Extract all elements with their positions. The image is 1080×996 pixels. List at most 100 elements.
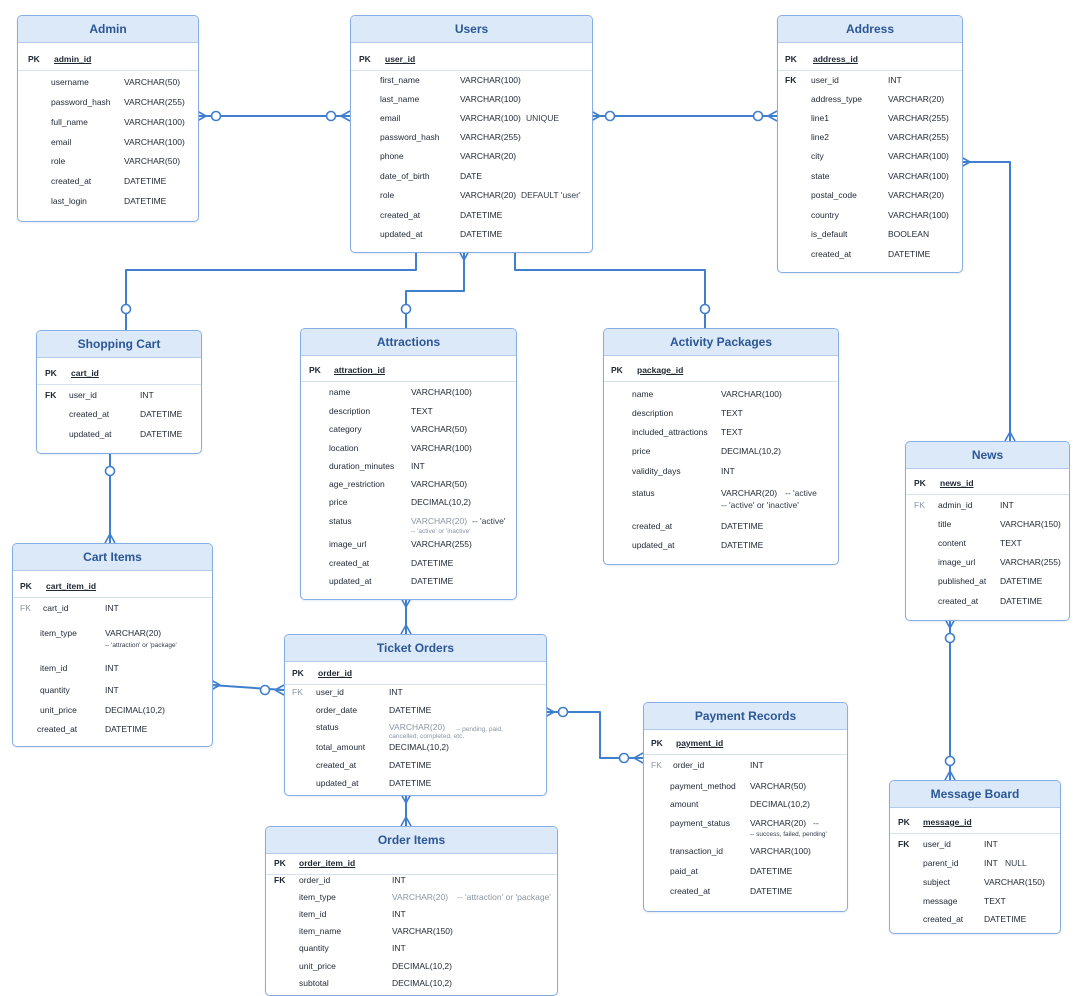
pk-name: message_id [923,817,972,827]
field-name: transaction_id [670,846,723,856]
field-name: item_type [40,628,77,638]
field-type: VARCHAR(255) [888,113,949,123]
field-name: created_at [923,914,964,924]
field-name: payment_method [670,781,736,791]
pk-label: PK [611,365,623,375]
field-name: status [632,488,655,498]
field-name: updated_at [632,540,675,550]
pk-label: PK [45,368,57,378]
field-type: VARCHAR(20) [392,892,449,902]
field-type: DATETIME [105,724,148,734]
field-name: parent_id [923,858,959,868]
field-type: DATETIME [721,540,764,550]
field-name: category [329,424,362,434]
relationship-line [125,251,417,330]
field-type: DATETIME [411,576,454,586]
field-type: DATETIME [750,886,793,896]
field-name: role [51,156,66,166]
pk-label: PK [28,54,40,64]
field-type: DECIMAL(10,2) [392,961,452,971]
field-type: INT [392,875,406,885]
field-type: VARCHAR(20) [389,722,446,732]
circle-icon [557,706,569,718]
field-type: VARCHAR(20) [721,488,778,498]
field-type: INT [984,858,998,868]
field-type: VARCHAR(50) [124,156,181,166]
field-type: DATETIME [124,176,167,186]
field-type: INT [392,943,406,953]
field-name: unit_price [299,961,336,971]
field-name: message [923,896,958,906]
field-type: DATETIME [124,196,167,206]
crow-foot-icon [400,816,412,827]
pk-label: PK [359,54,371,64]
circle-icon [325,110,337,122]
primary-key-row: PK order_item_id [266,858,557,875]
field-name: role [380,190,395,200]
field-name: created_at [380,210,421,220]
primary-key-row: PK address_id [778,54,962,71]
entity-title: News [906,442,1069,469]
field-name: created_at [938,596,979,606]
field-note: -- 'active' [472,516,506,526]
primary-key-row: PK news_id [906,478,1069,495]
field-type: VARCHAR(20) [460,190,517,200]
field-name: quantity [40,685,70,695]
crow-foot-icon [400,624,412,635]
field-name: line2 [811,132,829,142]
field-type: DATETIME [984,914,1027,924]
fk-label: FK [292,687,303,697]
primary-key-row: PK admin_id [18,54,198,71]
field-type: DATETIME [389,778,432,788]
crow-foot-icon [633,752,644,764]
field-name: user_id [811,75,839,85]
field-name: item_id [299,909,327,919]
field-type: DECIMAL(10,2) [411,497,471,507]
circle-icon [120,303,132,315]
field-name: password_hash [51,97,111,107]
field-name: quantity [299,943,329,953]
field-type: VARCHAR(50) [750,781,807,791]
relationship-line [210,684,285,691]
field-note-continued: cancelled, completed, etc. [389,733,465,740]
crow-foot-icon [104,533,116,544]
field-type: DECIMAL(10,2) [392,978,452,988]
pk-name: news_id [940,478,974,488]
field-note: DEFAULT 'user' [521,190,581,200]
primary-key-row: PK user_id [351,54,592,71]
fk-label: FK [20,603,31,613]
field-type: INT [888,75,902,85]
field-type: INT [105,663,119,673]
field-type: VARCHAR(100) [124,117,185,127]
primary-key-row: PK cart_id [37,368,201,385]
field-name: unit_price [40,705,77,715]
field-name: included_attractions [632,427,708,437]
pk-label: PK [898,817,910,827]
field-type: DATETIME [721,521,764,531]
field-name: validity_days [632,466,681,476]
field-name: item_id [40,663,68,673]
field-type: DATETIME [460,229,503,239]
fk-label: FK [651,760,662,770]
fk-label: FK [898,839,910,849]
pk-label: PK [785,54,797,64]
circle-icon [944,755,956,767]
field-name: date_of_birth [380,171,430,181]
field-name: duration_minutes [329,461,395,471]
field-note-continued: -- 'active' or 'inactive' [721,500,799,510]
pk-label: PK [20,581,32,591]
circle-icon [210,110,222,122]
